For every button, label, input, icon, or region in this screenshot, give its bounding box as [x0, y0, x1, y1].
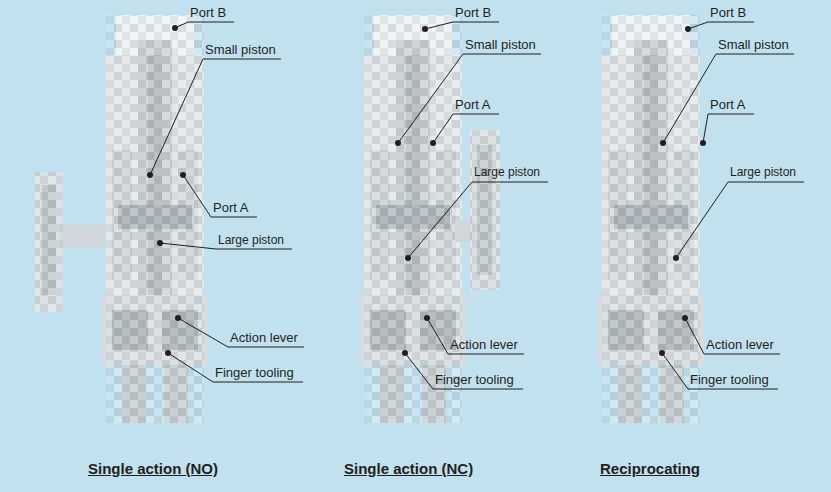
- panel-title: Single action (NO): [88, 460, 218, 478]
- part-label: Action lever: [706, 337, 774, 352]
- part-label: Large piston: [218, 233, 284, 248]
- part-label: Port B: [190, 5, 226, 20]
- part-label: Port A: [455, 97, 490, 112]
- gripper-nc: [356, 0, 500, 423]
- gripper-reciprocating: [594, 0, 709, 423]
- part-label: Small piston: [205, 42, 276, 57]
- leader-lines: [150, 22, 804, 389]
- part-label: Action lever: [230, 330, 298, 345]
- part-label: Action lever: [450, 337, 518, 352]
- part-label: Large piston: [730, 165, 796, 180]
- part-label: Finger tooling: [435, 372, 514, 387]
- part-label: Port A: [213, 200, 248, 215]
- part-label: Large piston: [474, 165, 540, 180]
- panel-title: Single action (NC): [344, 460, 473, 478]
- gripper-no: [35, 0, 213, 423]
- leader-dots: [147, 25, 706, 356]
- part-label: Port A: [710, 97, 745, 112]
- part-label: Finger tooling: [215, 365, 294, 380]
- part-label: Port B: [710, 5, 746, 20]
- part-label: Small piston: [718, 37, 789, 52]
- part-label: Small piston: [465, 37, 536, 52]
- part-label: Port B: [455, 5, 491, 20]
- panel-title: Reciprocating: [600, 460, 700, 478]
- part-label: Finger tooling: [690, 372, 769, 387]
